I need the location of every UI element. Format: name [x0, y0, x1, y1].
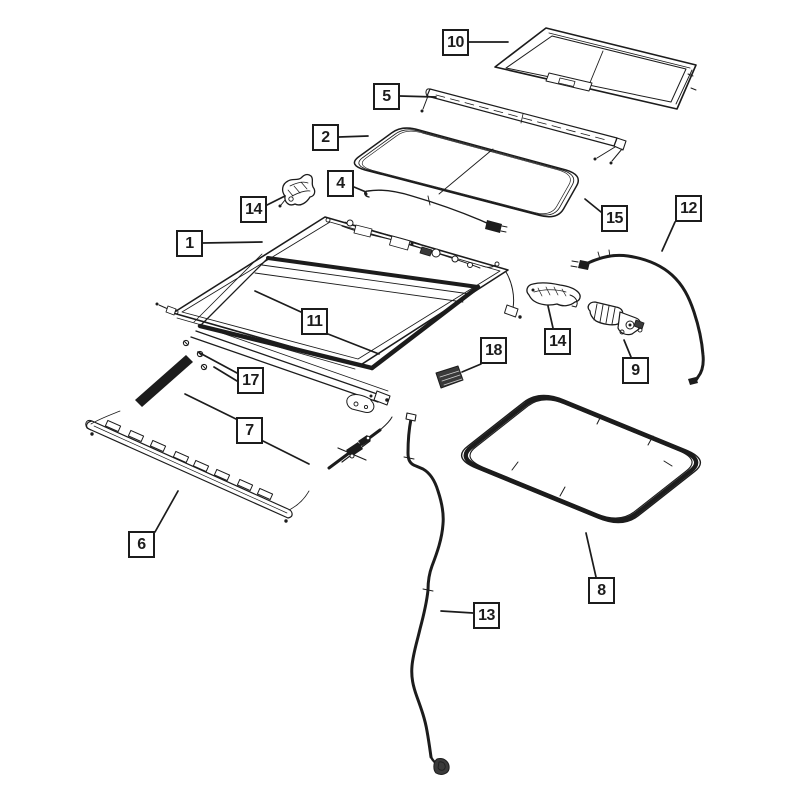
part-14-bracket-right: [526, 282, 581, 308]
part-7-drive-cable: [327, 416, 393, 470]
part-4-drain-hose: [364, 189, 508, 233]
callout-2[interactable]: 2: [312, 124, 339, 151]
part-1-frame-assembly: [155, 216, 522, 413]
part-10-sunshade-panel: [494, 27, 697, 110]
part-6-trim-strip: [85, 410, 310, 523]
callout-17[interactable]: 17: [237, 367, 264, 394]
callout-11[interactable]: 11: [301, 308, 328, 335]
part-9-motor: [587, 301, 645, 336]
callout-6[interactable]: 6: [128, 531, 155, 558]
callout-14-right[interactable]: 14: [544, 328, 571, 355]
part-11-frame-opening: [193, 253, 481, 371]
callout-15[interactable]: 15: [601, 205, 628, 232]
part-13-drain-tube-front: [403, 412, 450, 775]
part-18-vent-pad: [435, 365, 464, 389]
frame-front-rails: [190, 324, 391, 413]
part-12-drain-tube-rear: [570, 249, 705, 385]
callout-9[interactable]: 9: [622, 357, 649, 384]
callout-1[interactable]: 1: [176, 230, 203, 257]
frame-top-mechanism: [341, 219, 500, 269]
callout-4[interactable]: 4: [327, 170, 354, 197]
callout-5[interactable]: 5: [373, 83, 400, 110]
part-15-glass-seal: [353, 127, 580, 218]
part-14-bracket-left: [278, 173, 316, 208]
callout-8[interactable]: 8: [588, 577, 615, 604]
part-5-wind-deflector: [420, 88, 627, 165]
seal-strip: [135, 355, 193, 407]
callout-12[interactable]: 12: [675, 195, 702, 222]
callout-13[interactable]: 13: [473, 602, 500, 629]
callout-10[interactable]: 10: [442, 29, 469, 56]
callout-18[interactable]: 18: [480, 337, 507, 364]
callout-7[interactable]: 7: [236, 417, 263, 444]
part-8-seal-ring: [460, 394, 702, 524]
callout-14-left[interactable]: 14: [240, 196, 267, 223]
leader-lines: [154, 41, 676, 614]
part-2-glass-panel: [353, 127, 580, 218]
